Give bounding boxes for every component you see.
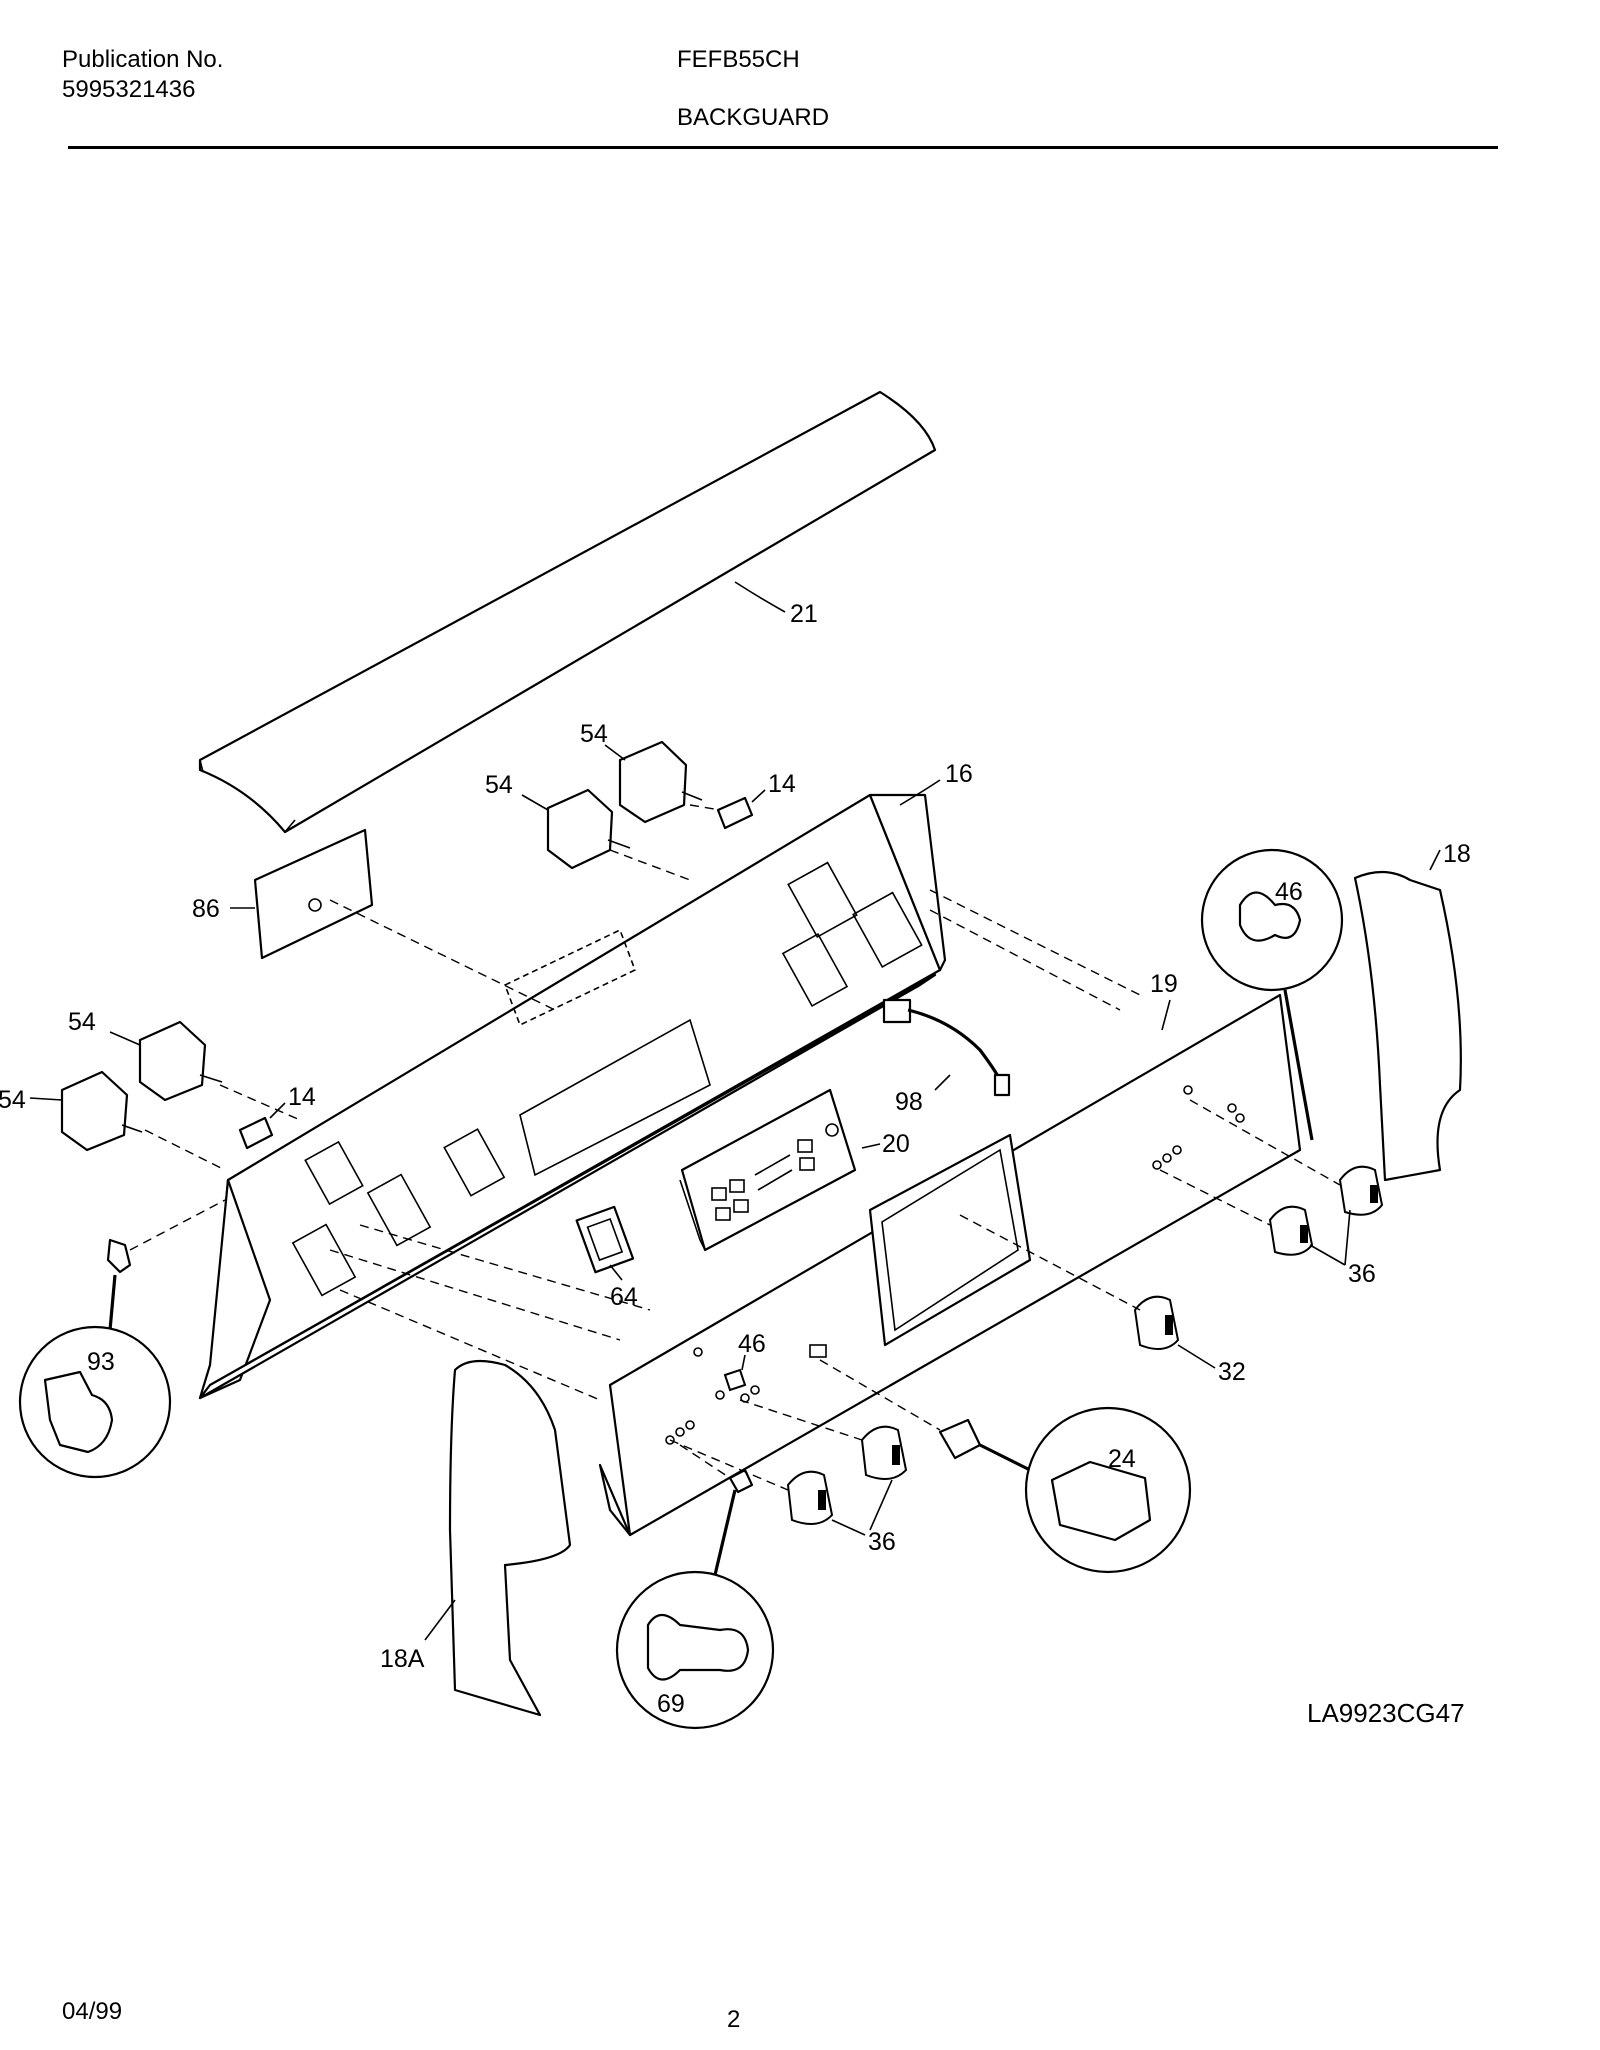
part-36-knob-lower-right — [860, 1425, 908, 1480]
drawing-code: LA9923CG47 — [1307, 1698, 1465, 1728]
part-36-knob-right-lower — [1268, 1205, 1314, 1256]
callout-86: 86 — [192, 895, 220, 923]
part-54-knob-left-upper — [138, 1020, 223, 1102]
part-36-knob-lower-left — [786, 1470, 834, 1525]
callout-14-left: 14 — [288, 1083, 316, 1111]
part-54-knob-upper-right — [618, 740, 703, 824]
part-14-switch-left — [238, 1116, 274, 1150]
callout-46-lower: 46 — [738, 1330, 766, 1358]
publication-label: Publication No. — [62, 46, 224, 73]
callout-93: 93 — [87, 1348, 115, 1376]
callout-16: 16 — [945, 760, 973, 788]
section-title: BACKGUARD — [677, 104, 830, 131]
part-93-detail-circle — [18, 1238, 172, 1479]
callout-36-lower: 36 — [868, 1528, 896, 1556]
callout-64: 64 — [610, 1283, 638, 1311]
part-18a-left-end-cap — [448, 1359, 572, 1717]
callout-54-upper-right: 54 — [580, 720, 608, 748]
part-54-knob-left-lower — [60, 1070, 143, 1152]
part-69-detail-circle — [615, 1468, 775, 1730]
part-36-knob-right-upper — [1338, 1165, 1384, 1216]
callout-18a: 18A — [380, 1645, 425, 1673]
page-number: 2 — [727, 2006, 741, 2033]
part-24-switch — [938, 1406, 1192, 1574]
callout-20: 20 — [882, 1130, 910, 1158]
callout-54-upper-left: 54 — [485, 771, 513, 799]
callout-24: 24 — [1108, 1445, 1136, 1473]
part-18-right-end-cap — [1353, 870, 1462, 1182]
part-20-electronic-control — [679, 1088, 857, 1252]
callout-69: 69 — [657, 1690, 685, 1718]
publication-date: 04/99 — [62, 1998, 123, 2025]
callout-32: 32 — [1218, 1358, 1246, 1386]
callout-14-upper: 14 — [768, 770, 796, 798]
part-21-top-trim — [198, 390, 937, 834]
callout-54-left-lower: 54 — [0, 1086, 26, 1114]
callout-54-left-upper: 54 — [68, 1008, 96, 1036]
callout-21: 21 — [790, 600, 818, 628]
part-14-switch-upper — [716, 796, 754, 830]
callout-19: 19 — [1150, 970, 1178, 998]
callout-98: 98 — [895, 1088, 923, 1116]
part-98-wiring-harness — [882, 998, 1011, 1097]
part-86-bracket — [253, 828, 374, 960]
publication-number: 5995321436 — [62, 76, 196, 103]
part-46-knob-small — [723, 1368, 747, 1392]
part-16-backguard-panel — [198, 793, 947, 1400]
part-64-indicator-lens — [575, 1205, 635, 1274]
alignment-lines — [129, 804, 1341, 1491]
callout-18: 18 — [1443, 840, 1471, 868]
header-rule — [68, 146, 1498, 149]
part-46-detail-circle-upper — [1200, 848, 1344, 1141]
part-19-control-panel — [598, 993, 1302, 1537]
model-number: FEFB55CH — [677, 46, 800, 73]
part-32-knob — [1133, 1295, 1180, 1350]
callout-36-right: 36 — [1348, 1260, 1376, 1288]
part-54-knob-upper-left — [546, 788, 631, 870]
callout-46-upper: 46 — [1275, 878, 1303, 906]
